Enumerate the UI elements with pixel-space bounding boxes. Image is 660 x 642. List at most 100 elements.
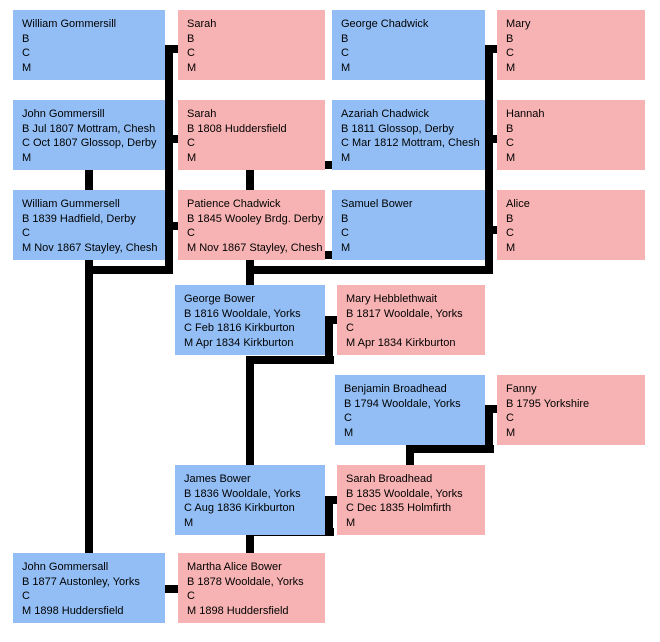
- person-married: M: [346, 516, 356, 529]
- person-born: B: [187, 32, 195, 45]
- person-born: B: [506, 122, 514, 135]
- person-married: M: [22, 61, 32, 74]
- descent-drop-john-gommersill: [85, 161, 93, 192]
- person-name: Martha Alice Bower: [187, 561, 282, 573]
- person-name: William Gummersell: [22, 198, 120, 210]
- person-christened: C: [187, 227, 195, 239]
- person-christened: C: [187, 590, 195, 602]
- person-name: George Chadwick: [341, 18, 429, 30]
- person-christened: C: [506, 227, 514, 239]
- descent-rail-gummersell-gen3: [85, 266, 173, 274]
- person-married: M: [184, 516, 194, 529]
- person-married: M: [506, 426, 516, 439]
- person-christened: C Dec 1835 Holmfirth: [346, 502, 452, 514]
- person-name: Fanny: [506, 383, 537, 395]
- person-married: M Apr 1834 Kirkburton: [184, 336, 294, 349]
- person-married: M Nov 1867 Stayley, Chesh: [187, 241, 323, 254]
- person-married: M: [341, 61, 351, 74]
- descent-drop-george-bower: [246, 266, 254, 287]
- person-christened: C: [344, 412, 352, 424]
- person-name: Sarah: [187, 18, 217, 30]
- person-name: James Bower: [184, 473, 251, 485]
- person-married: M: [506, 151, 516, 164]
- marriage-bar-john-gommersall-martha: [165, 585, 178, 593]
- person-name: Sarah Broadhead: [346, 473, 433, 485]
- descent-stem-broadhead-gen4: [485, 405, 493, 449]
- descent-drop-sarah-broadhead: [406, 445, 414, 467]
- person-christened: C: [506, 137, 514, 149]
- descent-stem-chadwick-gen2: [485, 135, 493, 259]
- person-married: M 1898 Huddersfield: [22, 604, 124, 617]
- descent-stem-bower-gen4: [325, 316, 333, 360]
- person-christened: C Mar 1812 Mottram, Chesh: [341, 137, 480, 149]
- person-born: B 1811 Glossop, Derby: [341, 122, 454, 135]
- person-christened: C Feb 1816 Kirkburton: [184, 322, 295, 334]
- person-name: Benjamin Broadhead: [344, 383, 447, 395]
- person-born: B 1839 Hadfield, Derby: [22, 212, 136, 225]
- person-name: John Gommersall: [22, 561, 109, 573]
- descent-drop-azariah-chadwick: [246, 161, 254, 192]
- descent-stem-bower-gen5: [325, 496, 333, 536]
- person-born: B 1794 Wooldale, Yorks: [344, 397, 461, 410]
- person-married: M: [341, 241, 351, 254]
- person-born: B 1845 Wooley Brdg. Derby: [187, 212, 324, 225]
- person-box-william-gummersell[interactable]: William Gummersell B 1839 Hadfield, Derby…: [13, 190, 165, 260]
- person-married: M: [506, 61, 516, 74]
- person-born: B 1817 Wooldale, Yorks: [346, 307, 463, 320]
- person-married: M Apr 1834 Kirkburton: [346, 336, 456, 349]
- person-name: Patience Chadwick: [187, 198, 281, 210]
- person-christened: C: [187, 47, 195, 59]
- person-married: M 1898 Huddersfield: [187, 604, 289, 617]
- person-born: B: [506, 212, 514, 225]
- person-christened: C: [22, 227, 30, 239]
- descent-stem-gommersill-gen2: [165, 135, 173, 259]
- person-born: B 1877 Austonley, Yorks: [22, 575, 140, 588]
- person-married: M: [187, 151, 197, 164]
- person-christened: C Aug 1836 Kirkburton: [184, 502, 295, 514]
- person-christened: C: [346, 322, 354, 334]
- person-christened: C: [22, 47, 30, 59]
- person-box-patience-chadwick[interactable]: Patience Chadwick B 1845 Wooley Brdg. Der…: [178, 190, 325, 260]
- person-christened: C: [341, 227, 349, 239]
- person-box-sarah-broadhead[interactable]: Sarah Broadhead B 1835 Wooldale, Yorks C D…: [337, 465, 485, 535]
- person-name: Mary: [506, 18, 531, 30]
- person-name: Alice: [506, 198, 530, 210]
- person-born: B: [341, 32, 349, 45]
- person-christened: C: [506, 47, 514, 59]
- person-born: B 1808 Huddersfield: [187, 122, 287, 135]
- person-born: B 1835 Wooldale, Yorks: [346, 487, 463, 500]
- person-christened: C: [22, 590, 30, 602]
- person-born: B 1836 Wooldale, Yorks: [184, 487, 301, 500]
- person-name: Sarah: [187, 108, 217, 120]
- person-married: M Nov 1867 Stayley, Chesh: [22, 241, 158, 254]
- descent-drop-james-bower: [246, 356, 254, 467]
- person-born: B 1816 Wooldale, Yorks: [184, 307, 301, 320]
- person-name: Mary Hebblethwait: [346, 293, 438, 305]
- descent-rail-bower-gen3: [246, 266, 493, 274]
- person-born: B: [22, 32, 30, 45]
- descent-stem-chadwick-gen1: [485, 45, 493, 169]
- descent-rail-bower-gen4: [246, 356, 334, 364]
- descent-stem-gummersell-gen3: [165, 222, 173, 266]
- person-name: Hannah: [506, 108, 545, 120]
- person-box-james-bower[interactable]: James Bower B 1836 Wooldale, Yorks C Aug 1…: [175, 465, 325, 535]
- descent-rail-broadhead-gen4: [406, 445, 494, 453]
- person-born: B Jul 1807 Mottram, Chesh: [22, 122, 156, 135]
- person-box-benjamin-broadhead[interactable]: Benjamin Broadhead B 1794 Wooldale, Yorks…: [335, 375, 485, 445]
